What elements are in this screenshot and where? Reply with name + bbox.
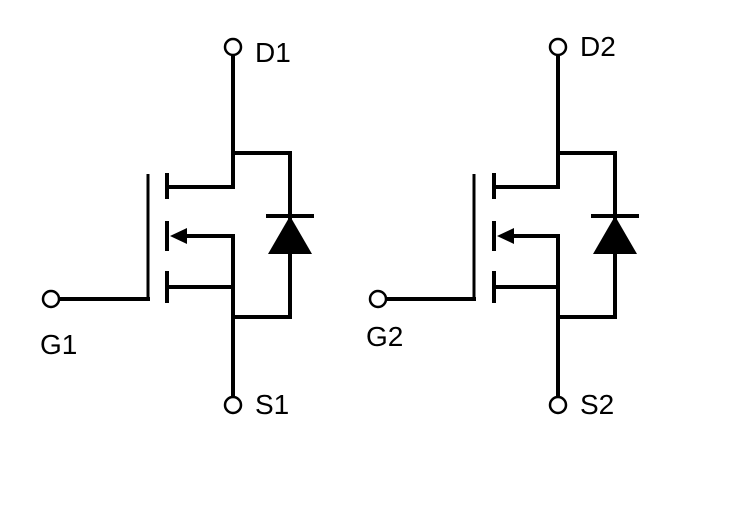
source-label-2: S2 [580, 389, 614, 420]
gate-terminal-1 [41, 289, 61, 309]
drain-terminal-2 [548, 37, 568, 57]
drain-terminal-1 [223, 37, 243, 57]
source-terminal-1 [223, 395, 243, 415]
drain-label-1: D1 [255, 37, 291, 68]
body-arrow-2 [497, 228, 514, 244]
source-terminal-2 [548, 395, 568, 415]
body-arrow-1 [170, 228, 187, 244]
gate-label-1: G1 [40, 329, 77, 360]
source-label-1: S1 [255, 389, 289, 420]
mosfet-1: D1 S1 G1 [40, 37, 314, 420]
body-diode-2 [593, 216, 637, 254]
gate-terminal-2 [368, 289, 388, 309]
mosfet-2: D2 S2 G2 [366, 31, 639, 420]
drain-label-2: D2 [580, 31, 616, 62]
gate-label-2: G2 [366, 321, 403, 352]
body-diode-1 [268, 216, 312, 254]
